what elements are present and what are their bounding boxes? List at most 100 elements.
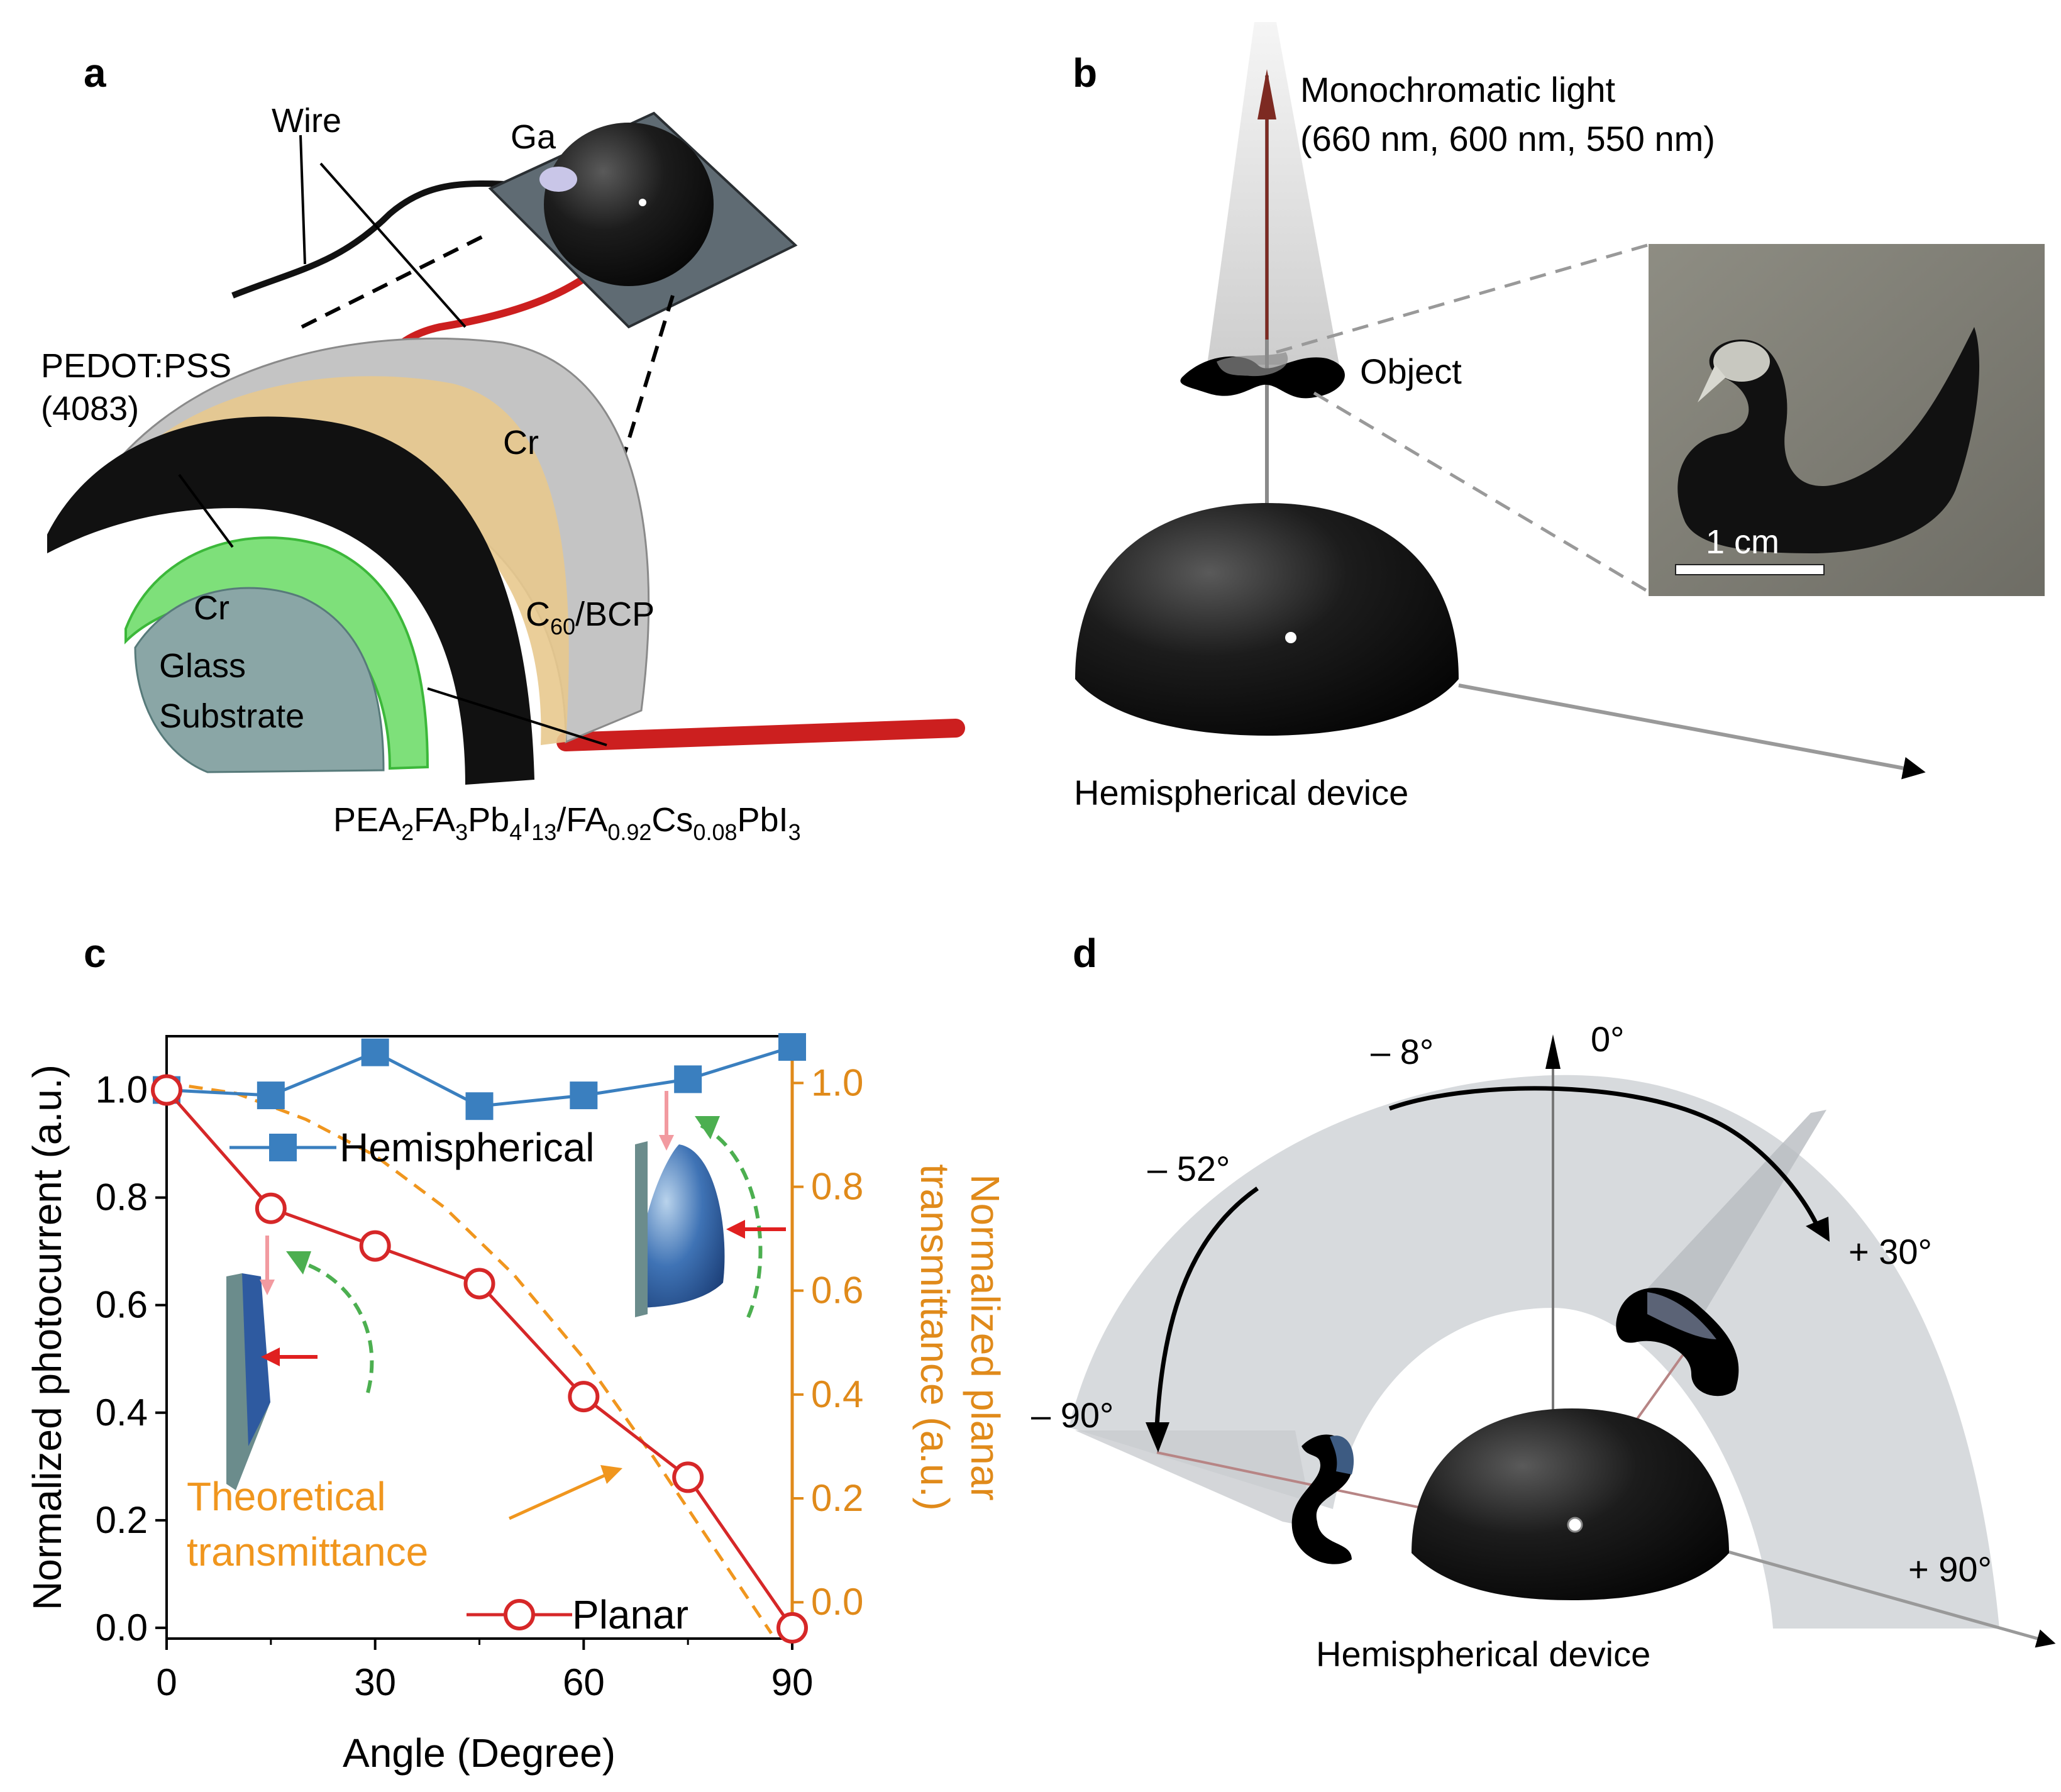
arc-minus52-to-minus90 bbox=[1154, 1186, 1259, 1428]
object-d-left-sheen bbox=[1330, 1435, 1354, 1474]
panel-letter-d: d bbox=[1073, 931, 1097, 976]
data-point-hemispherical bbox=[361, 1038, 389, 1066]
data-point-hemispherical bbox=[465, 1092, 494, 1120]
panel-letter-b: b bbox=[1073, 50, 1097, 96]
y2-axis-label-line2: transmittance (a.u.) bbox=[912, 1164, 958, 1510]
data-point-planar bbox=[672, 1461, 704, 1493]
label-glass-line2: Substrate bbox=[159, 697, 304, 735]
legend-hemispherical-label: Hemispherical bbox=[340, 1125, 594, 1170]
light-label-line2: (660 nm, 600 nm, 550 nm) bbox=[1300, 119, 1715, 158]
ga-highlight bbox=[639, 199, 646, 206]
hemi-device-d bbox=[1412, 1408, 1729, 1600]
beam-right bbox=[1641, 1110, 1826, 1324]
red-wire-bottom bbox=[556, 719, 965, 751]
inset-planar-green-arrowhead bbox=[286, 1251, 311, 1275]
label-wire: Wire bbox=[272, 102, 341, 140]
panel-letter-a: a bbox=[84, 50, 106, 96]
zoom-line-left bbox=[301, 231, 492, 329]
angle-label-minus90: – 90° bbox=[1031, 1395, 1113, 1435]
panel-d: d 0° – 8° – 52° – 90° + 30° + 90° Hemisp… bbox=[1031, 931, 2056, 1674]
x-tick-label: 60 bbox=[563, 1661, 605, 1703]
angle-label-0: 0° bbox=[1591, 1019, 1625, 1059]
y2-tick-label: 0.4 bbox=[811, 1373, 863, 1415]
arc-minus90-arrowhead bbox=[1146, 1422, 1169, 1452]
black-wire bbox=[231, 180, 554, 299]
data-point-hemispherical bbox=[570, 1081, 598, 1110]
label-cr-outer: Cr bbox=[503, 424, 539, 462]
panel-a: a Wire Ga PEDOT:PSS (4083) Cr Cr C60/BCP… bbox=[41, 50, 965, 845]
y-tick-label: 1.0 bbox=[96, 1069, 148, 1111]
ray-left bbox=[1156, 1451, 1428, 1510]
scale-bar bbox=[1675, 564, 1825, 575]
legend-planar-label: Planar bbox=[572, 1592, 688, 1637]
y2-tick-label: 0.0 bbox=[811, 1581, 863, 1623]
swan-photo-beak bbox=[1698, 365, 1726, 402]
angle-label-minus8: – 8° bbox=[1371, 1032, 1434, 1071]
ga-contact-blob bbox=[539, 167, 577, 192]
inset-link-bottom bbox=[1313, 391, 1649, 593]
theoretical-pointer-arrowhead bbox=[600, 1465, 622, 1484]
inset-hemi-pink-arrowhead bbox=[659, 1135, 674, 1151]
x-tick-label: 90 bbox=[771, 1661, 814, 1703]
y2-axis-ticks: 0.00.20.40.60.81.0 bbox=[792, 1061, 863, 1623]
y-tick-label: 0.6 bbox=[96, 1284, 148, 1326]
object-d-right bbox=[1616, 1288, 1739, 1397]
light-label-line1: Monochromatic light bbox=[1300, 70, 1616, 109]
perovskite-pointer bbox=[427, 687, 607, 746]
swan-photo-head bbox=[1713, 341, 1770, 382]
theoretical-label-line2: transmittance bbox=[187, 1529, 428, 1574]
data-point-planar bbox=[255, 1192, 287, 1224]
object-label: Object bbox=[1360, 351, 1462, 391]
horizontal-axis-b bbox=[1458, 683, 1926, 780]
y-tick-label: 0.0 bbox=[96, 1607, 148, 1649]
light-cone bbox=[1207, 22, 1339, 365]
swan-photo-body bbox=[1677, 327, 1980, 553]
inset-link-top bbox=[1276, 243, 1648, 354]
hemi-device-b-dot bbox=[1285, 632, 1296, 643]
label-perovskite: PEA2FA3Pb4I13/FA0.92Cs0.08PbI3 bbox=[333, 801, 801, 845]
label-cr-inner: Cr bbox=[194, 589, 229, 627]
y2-tick-label: 1.0 bbox=[811, 1061, 863, 1103]
theoretical-pointer-arrow bbox=[508, 1473, 608, 1520]
y2-tick-label: 0.2 bbox=[811, 1477, 863, 1519]
object-d-right-sheen bbox=[1647, 1292, 1716, 1339]
wire-pointer-2 bbox=[319, 162, 467, 328]
vertical-axis-arrowhead bbox=[1545, 1034, 1561, 1069]
theoretical-label-line1: Theoretical bbox=[187, 1474, 386, 1519]
y2-tick-label: 0.6 bbox=[811, 1269, 863, 1312]
label-ga: Ga bbox=[511, 118, 556, 156]
y-tick-label: 0.8 bbox=[96, 1176, 148, 1219]
device-label-d: Hemispherical device bbox=[1316, 1634, 1650, 1674]
legend-hemispherical-marker bbox=[269, 1134, 297, 1161]
panel-letter-c: c bbox=[84, 931, 106, 976]
data-point-hemispherical bbox=[674, 1065, 702, 1093]
inset-hemi-device bbox=[635, 1091, 786, 1319]
series-layer bbox=[151, 1033, 808, 1644]
angle-label-plus90: + 90° bbox=[1908, 1549, 1992, 1589]
arc-plus30-arrowhead bbox=[1806, 1217, 1830, 1242]
data-point-planar bbox=[359, 1230, 391, 1262]
horizontal-axis-d bbox=[1710, 1545, 2056, 1648]
label-c60-bcp: C60/BCP bbox=[526, 595, 655, 639]
data-point-hemispherical bbox=[257, 1081, 285, 1110]
data-point-planar bbox=[776, 1612, 808, 1644]
data-point-hemispherical bbox=[778, 1033, 806, 1061]
glass-substrate bbox=[134, 587, 385, 773]
y-tick-label: 0.4 bbox=[96, 1391, 148, 1434]
legend-planar-marker bbox=[504, 1599, 535, 1630]
inset-planar-green-arrow bbox=[295, 1259, 374, 1393]
y-tick-label: 0.2 bbox=[96, 1499, 148, 1541]
x-tick-label: 30 bbox=[354, 1661, 396, 1703]
y-axis-label: Normalized photocurrent (a.u.) bbox=[25, 1065, 70, 1610]
object-swan-sheen bbox=[1217, 352, 1288, 377]
angle-label-minus52: – 52° bbox=[1147, 1149, 1230, 1188]
label-glass-line1: Glass bbox=[159, 647, 246, 685]
inset-hemi-green-arrowhead bbox=[695, 1116, 720, 1139]
wire-pointer-1 bbox=[299, 135, 306, 265]
data-point-planar bbox=[568, 1381, 600, 1413]
x-axis-label: Angle (Degree) bbox=[343, 1730, 616, 1776]
hemi-device-d-dot bbox=[1567, 1517, 1583, 1533]
